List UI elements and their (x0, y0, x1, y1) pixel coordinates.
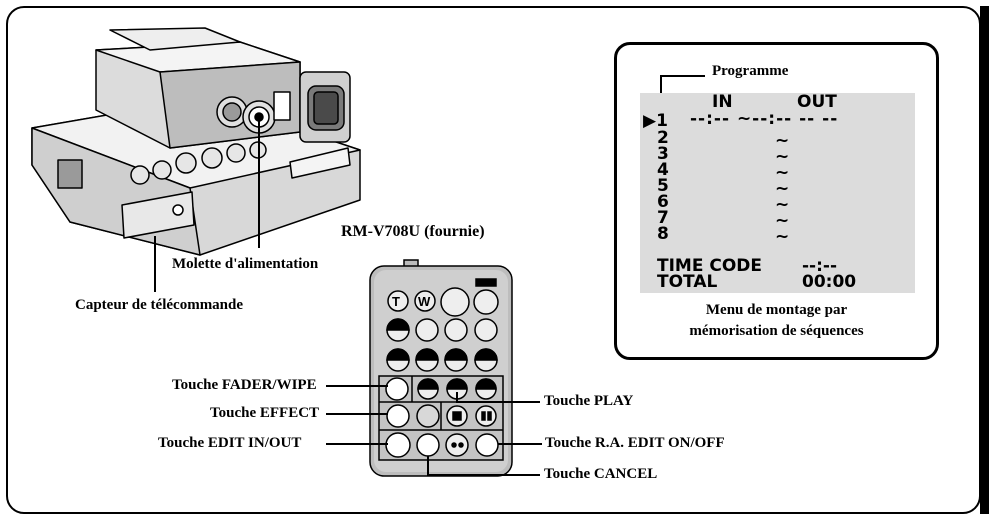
row-tilde: ~ (775, 131, 790, 151)
remote-t-button: T (392, 294, 400, 309)
col-out-header: OUT (797, 92, 837, 112)
remote-illustration (369, 259, 513, 477)
row-number: 5 (657, 176, 669, 196)
row-1-marker: ▶1 (643, 111, 668, 131)
time-code-value: --:-- (802, 256, 838, 276)
row-tilde: ~ (775, 227, 790, 247)
row-tilde: ~ (775, 147, 790, 167)
total-value: 00:00 (802, 272, 857, 292)
menu-panel (614, 42, 939, 360)
row-tilde: ~ (775, 211, 790, 231)
remote-w-button: W (418, 294, 431, 309)
row-number: 2 (657, 128, 669, 148)
cancel-label: Touche CANCEL (544, 466, 658, 482)
row-number: 8 (657, 224, 669, 244)
col-in-header: IN (712, 92, 733, 112)
ra-edit-label: Touche R.A. EDIT ON/OFF (545, 435, 725, 451)
row-tilde: ~ (775, 163, 790, 183)
row-tilde: ~ (775, 179, 790, 199)
menu-screen (640, 93, 915, 293)
play-label: Touche PLAY (544, 393, 634, 409)
edit-in-out-label: Touche EDIT IN/OUT (158, 435, 302, 451)
remote-model-label: RM-V708U (fournie) (341, 223, 485, 240)
camcorder-illustration (31, 27, 361, 256)
menu-caption-line-2: mémorisation de séquences (689, 323, 864, 339)
effect-label: Touche EFFECT (210, 405, 320, 421)
row-number: 4 (657, 160, 669, 180)
remote-leaders (326, 385, 542, 476)
page-edge-tab (980, 6, 989, 514)
time-code-label: TIME CODE (657, 256, 763, 276)
row-1-values: --:-- ~--:-- -- -- (690, 109, 839, 129)
remote-sensor-label: Capteur de télécommande (75, 297, 244, 313)
camcorder-leaders (154, 117, 260, 292)
power-dial-label: Molette d'alimentation (172, 256, 319, 272)
row-tilde: ~ (775, 195, 790, 215)
row-number: 7 (657, 208, 669, 228)
row-number: 6 (657, 192, 669, 212)
row-number: 3 (657, 144, 669, 164)
program-label: Programme (712, 63, 789, 79)
total-label: TOTAL (657, 272, 718, 292)
menu-caption-line-1: Menu de montage par (705, 302, 848, 318)
fader-wipe-label: Touche FADER/WIPE (172, 377, 317, 393)
